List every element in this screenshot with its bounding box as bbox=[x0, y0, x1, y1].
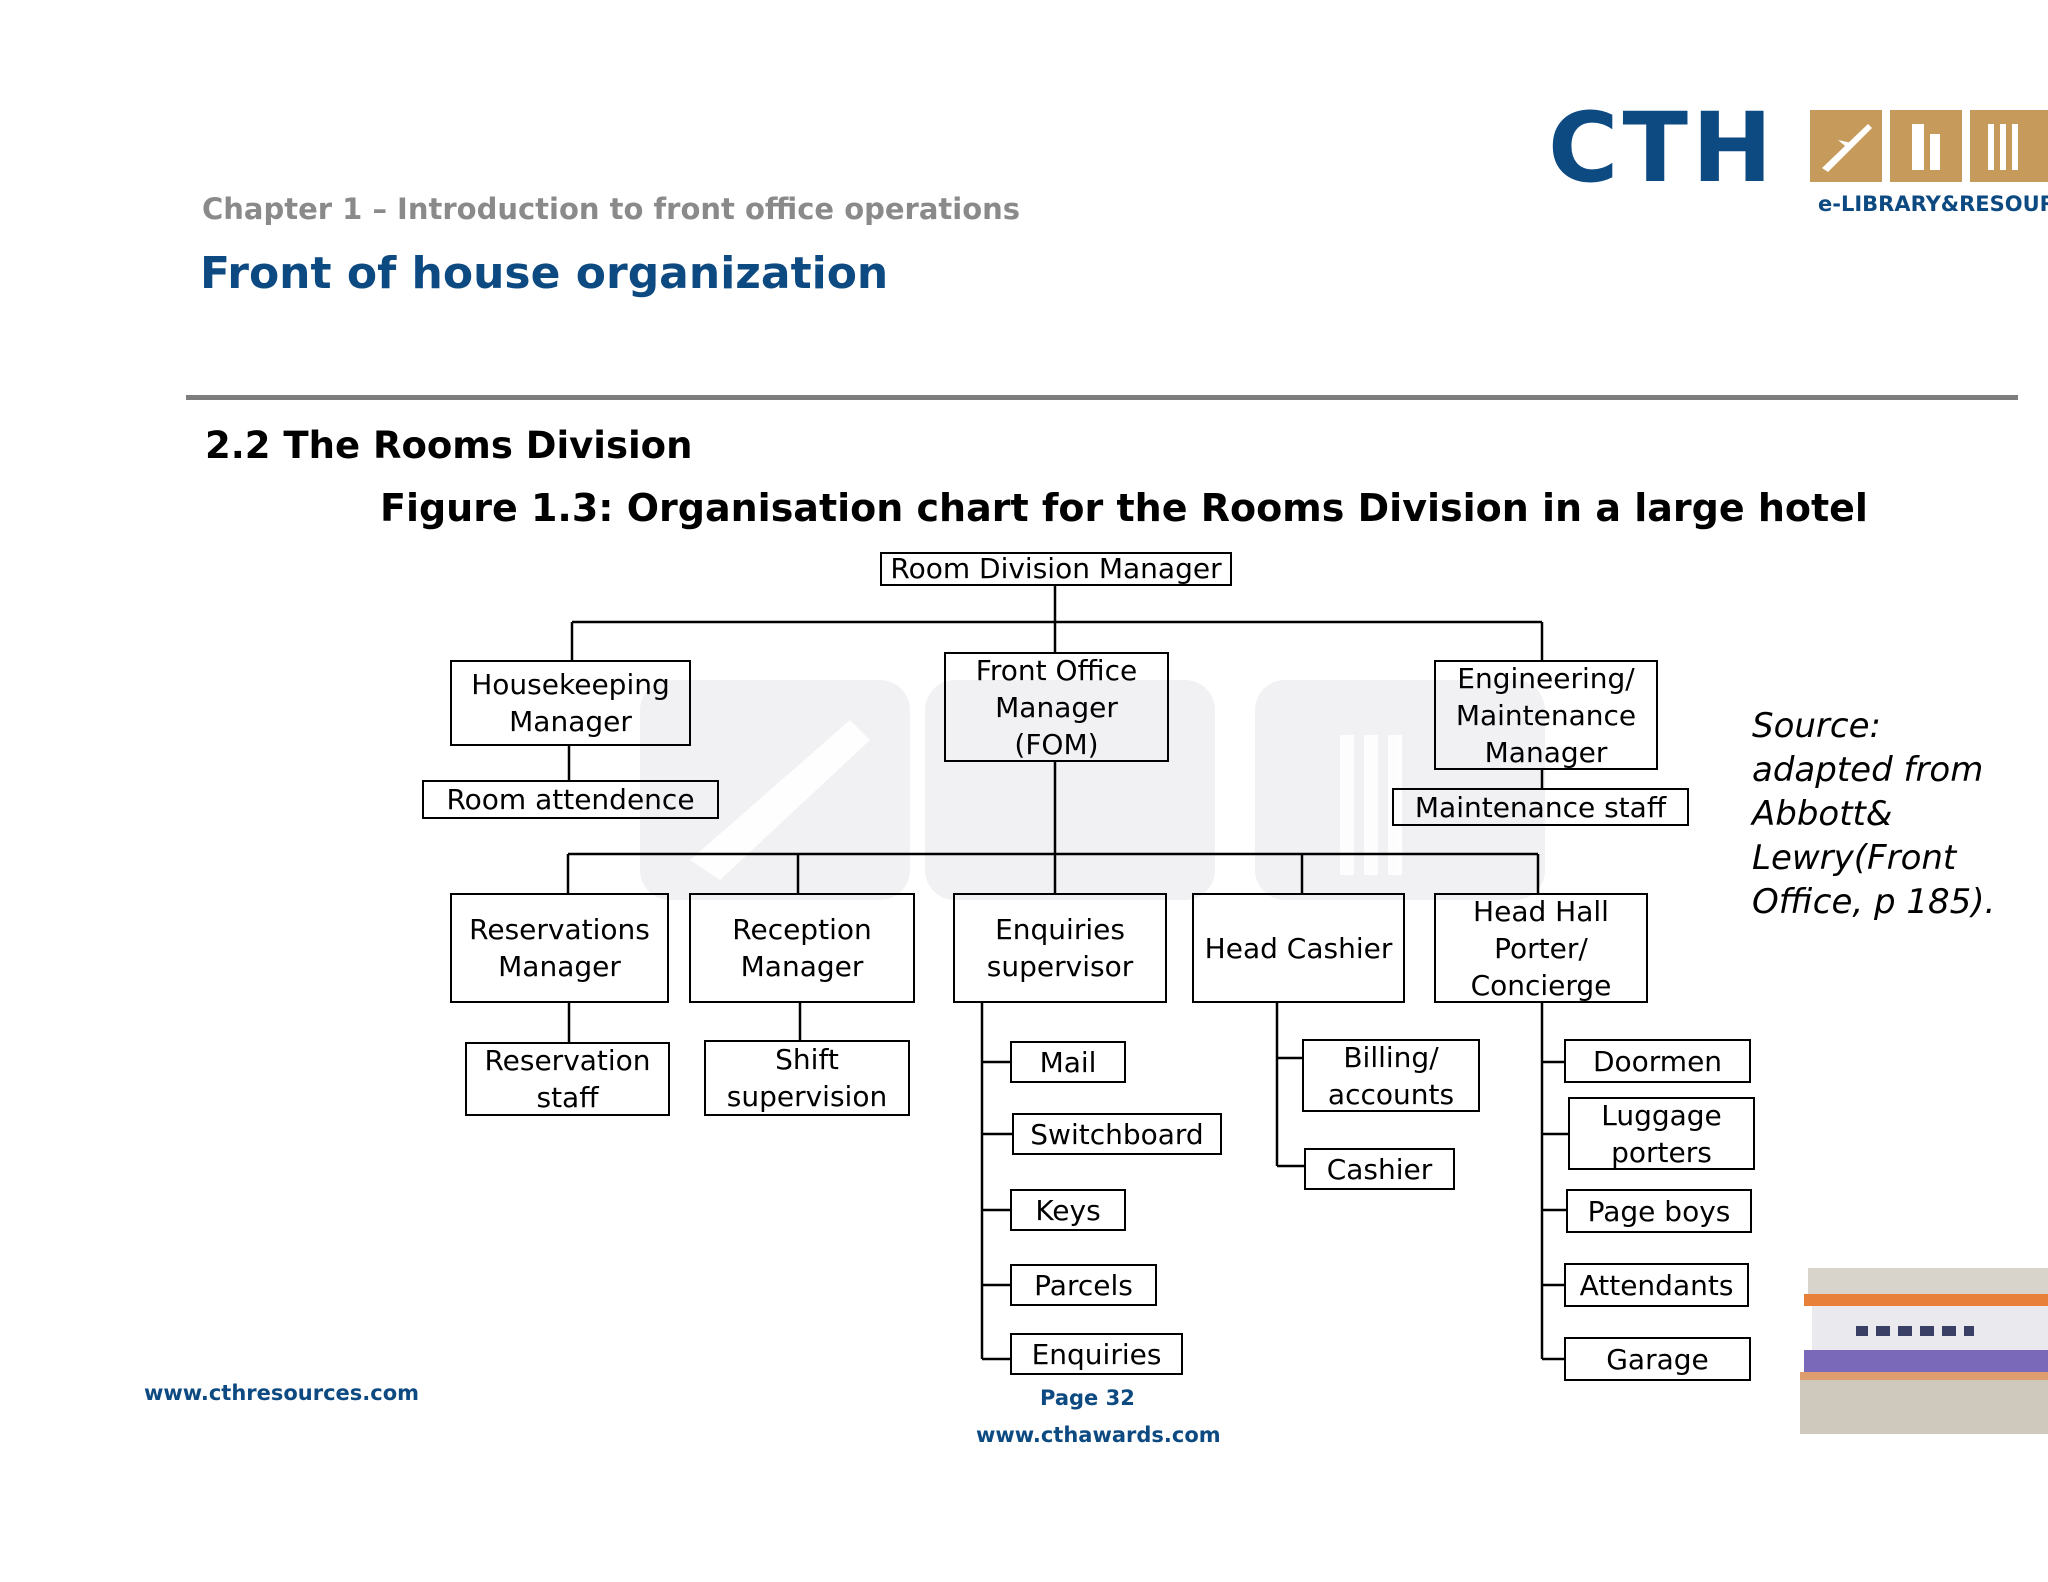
node-garage: Garage bbox=[1564, 1337, 1751, 1381]
node-front-office-manager: Front Office Manager (FOM) bbox=[944, 652, 1169, 762]
node-billing-accounts: Billing/ accounts bbox=[1302, 1039, 1480, 1112]
plane-icon bbox=[1810, 110, 1882, 182]
footer-resources-link[interactable]: www.cthresources.com bbox=[144, 1381, 420, 1405]
book-icon bbox=[1970, 110, 2048, 182]
header-divider bbox=[186, 395, 2018, 400]
page-title: Front of house organization bbox=[200, 248, 889, 299]
figure-title: Figure 1.3: Organisation chart for the R… bbox=[380, 486, 1868, 530]
node-head-cashier: Head Cashier bbox=[1192, 893, 1405, 1003]
book-stack-image bbox=[1800, 1268, 2048, 1434]
node-enquiries: Enquiries bbox=[1010, 1333, 1183, 1375]
node-enquiries-supervisor: Enquiries supervisor bbox=[953, 893, 1167, 1003]
logo-letters: CTH bbox=[1548, 92, 1777, 204]
footer-awards-link[interactable]: www.cthawards.com bbox=[976, 1423, 1221, 1447]
node-mail: Mail bbox=[1010, 1041, 1126, 1083]
node-cashier: Cashier bbox=[1304, 1148, 1455, 1190]
node-shift-supervision: Shift supervision bbox=[704, 1040, 910, 1116]
node-head-hall-porter: Head Hall Porter/ Concierge bbox=[1434, 893, 1648, 1003]
node-reservations-manager: Reservations Manager bbox=[450, 893, 669, 1003]
logo-subtitle: e-LIBRARY&RESOURCE bbox=[1818, 192, 2048, 216]
node-attendants: Attendants bbox=[1564, 1263, 1749, 1307]
section-heading: 2.2 The Rooms Division bbox=[205, 424, 693, 467]
node-keys: Keys bbox=[1010, 1189, 1126, 1231]
node-engineering-manager: Engineering/ Maintenance Manager bbox=[1434, 660, 1658, 770]
node-switchboard: Switchboard bbox=[1012, 1113, 1222, 1155]
source-note: Source: adapted from Abbott& Lewry(Front… bbox=[1752, 706, 1996, 922]
node-room-attendance: Room attendence bbox=[422, 780, 719, 819]
building-icon bbox=[1890, 110, 1962, 182]
node-room-division-manager: Room Division Manager bbox=[880, 552, 1232, 586]
node-page-boys: Page boys bbox=[1566, 1189, 1752, 1233]
node-housekeeping-manager: Housekeeping Manager bbox=[450, 660, 691, 746]
node-parcels: Parcels bbox=[1010, 1264, 1157, 1306]
node-reception-manager: Reception Manager bbox=[689, 893, 915, 1003]
cth-logo: CTH e-LIBRARY&RESOURCE bbox=[1548, 100, 2048, 220]
node-doormen: Doormen bbox=[1564, 1039, 1751, 1083]
node-luggage-porters: Luggage porters bbox=[1568, 1097, 1755, 1170]
chapter-label: Chapter 1 – Introduction to front office… bbox=[202, 192, 1021, 226]
node-reservation-staff: Reservation staff bbox=[465, 1042, 670, 1116]
node-maintenance-staff: Maintenance staff bbox=[1392, 788, 1689, 826]
page-number: Page 32 bbox=[1040, 1386, 1135, 1410]
